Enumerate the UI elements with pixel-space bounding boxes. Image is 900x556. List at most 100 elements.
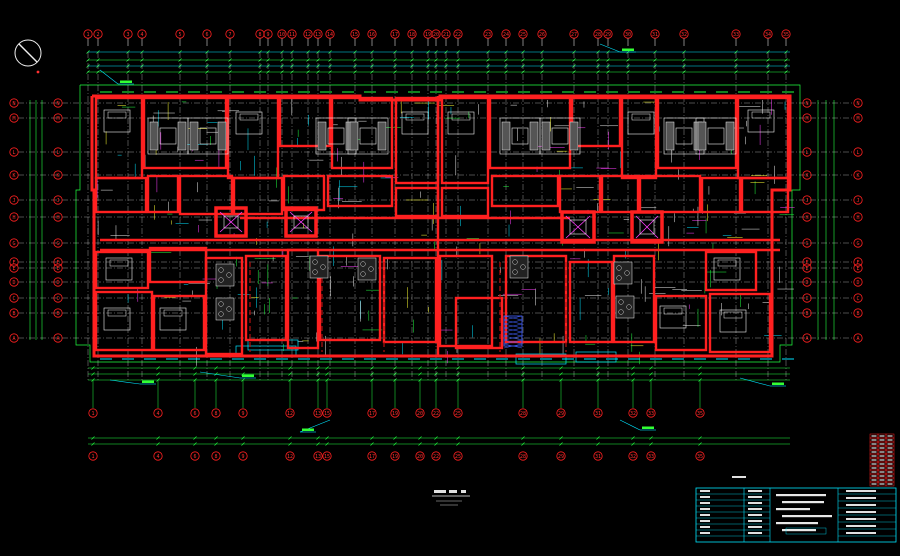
axis-bubble-top: 31 — [650, 29, 660, 46]
title-block-text-mark — [846, 497, 876, 499]
title-block-text-mark — [846, 518, 876, 520]
dimension-tick — [631, 442, 635, 446]
room-wall — [232, 176, 284, 216]
axis-label: 25 — [520, 32, 526, 38]
axis-label: M — [805, 116, 808, 122]
axis-bubble-left: E — [53, 263, 63, 273]
title-block-text-mark — [846, 490, 876, 492]
schedule-text-mark — [887, 483, 893, 485]
axis-bubble-left: K — [9, 170, 19, 180]
axis-bubble-top: 12 — [303, 29, 313, 46]
axis-label: 4 — [156, 411, 159, 417]
axis-label: 13 — [315, 454, 321, 460]
axis-label: 28 — [595, 32, 601, 38]
axis-label: 32 — [630, 411, 636, 417]
axis-bubble-right: H — [853, 212, 863, 222]
room-wall — [382, 256, 438, 344]
bed-furniture — [103, 109, 131, 133]
room-wall — [204, 256, 244, 356]
axis-label: C — [805, 296, 808, 302]
leader-note — [109, 379, 156, 385]
title-block-text-mark — [700, 502, 710, 504]
axis-bubble-top: 10 — [277, 29, 287, 46]
axis-bubble-top: 24 — [501, 29, 511, 46]
axis-label: M — [12, 116, 15, 122]
dimension-tick — [156, 436, 160, 440]
axis-bubble-top: 17 — [390, 29, 400, 46]
schedule-text-mark — [871, 463, 877, 465]
dimension-tick — [456, 436, 460, 440]
axis-label: 12 — [287, 411, 293, 417]
axis-bubble-right: C — [802, 293, 812, 303]
axis-bubble-right: G — [802, 238, 812, 248]
axis-bubble-right: L — [802, 147, 812, 157]
axis-label: 15 — [324, 411, 330, 417]
title-block-logo-box — [785, 527, 827, 535]
axis-bubble-bottom: 4 — [153, 451, 163, 461]
north-arrow-icon — [14, 39, 42, 74]
room-wall — [282, 174, 326, 212]
dimension-tick — [631, 366, 635, 370]
axis-label: J — [856, 198, 859, 204]
room-wall — [94, 290, 154, 352]
axis-bubble-bottom: 8 — [211, 451, 221, 461]
axis-label: 33 — [648, 454, 654, 460]
axis-bubble-top: 27 — [569, 29, 579, 46]
axis-bubble-bottom: 20 — [415, 451, 425, 461]
schedule-text-mark — [871, 467, 877, 469]
axis-label: G — [56, 241, 59, 247]
dimension-tick — [370, 436, 374, 440]
dimension-tick — [193, 442, 197, 446]
schedule-text-mark — [887, 443, 893, 445]
schedule-text-mark — [887, 475, 893, 477]
axis-bubble-bottom: 22 — [431, 408, 441, 418]
schedule-text-mark — [879, 447, 885, 449]
axis-label: D — [856, 280, 859, 286]
room-wall — [178, 174, 234, 216]
living-room-furniture — [695, 117, 737, 155]
axis-bubble-left: N — [9, 98, 19, 108]
axis-bubble-top: 20 — [431, 29, 441, 46]
axis-label: G — [12, 241, 15, 247]
title-block-text-mark — [748, 496, 762, 498]
axis-label: 20 — [417, 454, 423, 460]
title-block-text-mark — [846, 511, 876, 513]
axis-bubble-right: N — [802, 98, 812, 108]
axis-label: 12 — [287, 454, 293, 460]
axis-bubble-bottom: 22 — [431, 451, 441, 461]
axis-label: 1 — [91, 411, 94, 417]
axis-label: E — [805, 266, 808, 272]
axis-bubble-right: H — [802, 212, 812, 222]
room-wall — [740, 176, 790, 214]
kitchen-fixture — [509, 255, 529, 279]
dimension-tick — [91, 436, 95, 440]
schedule-text-mark — [879, 455, 885, 457]
axis-bubble-left: B — [9, 308, 19, 318]
dimension-tick — [631, 372, 635, 376]
axis-label: 13 — [315, 411, 321, 417]
axis-label: 4 — [140, 32, 143, 38]
dimension-tick — [325, 442, 329, 446]
room-wall — [440, 96, 490, 185]
core-shaft — [284, 206, 318, 238]
axis-bubble-left: L — [53, 147, 63, 157]
dimension-tick — [418, 372, 422, 376]
axis-label: L — [56, 150, 59, 156]
axis-bubble-right: F — [802, 257, 812, 267]
schedule-text-mark — [871, 475, 877, 477]
schedule-text-mark — [887, 471, 893, 473]
axis-bubble-right: K — [802, 170, 812, 180]
axis-label: K — [805, 173, 808, 179]
axis-bubble-top: 16 — [367, 29, 377, 46]
dimension-tick — [156, 372, 160, 376]
axis-label: J — [805, 198, 808, 204]
axis-label: 17 — [369, 411, 375, 417]
axis-bubble-bottom: 8 — [211, 408, 221, 418]
dimension-tick — [698, 442, 702, 446]
axis-label: 5 — [178, 32, 181, 38]
schedule-text-mark — [879, 459, 885, 461]
room-wall — [654, 294, 708, 352]
axis-label: 30 — [625, 32, 631, 38]
